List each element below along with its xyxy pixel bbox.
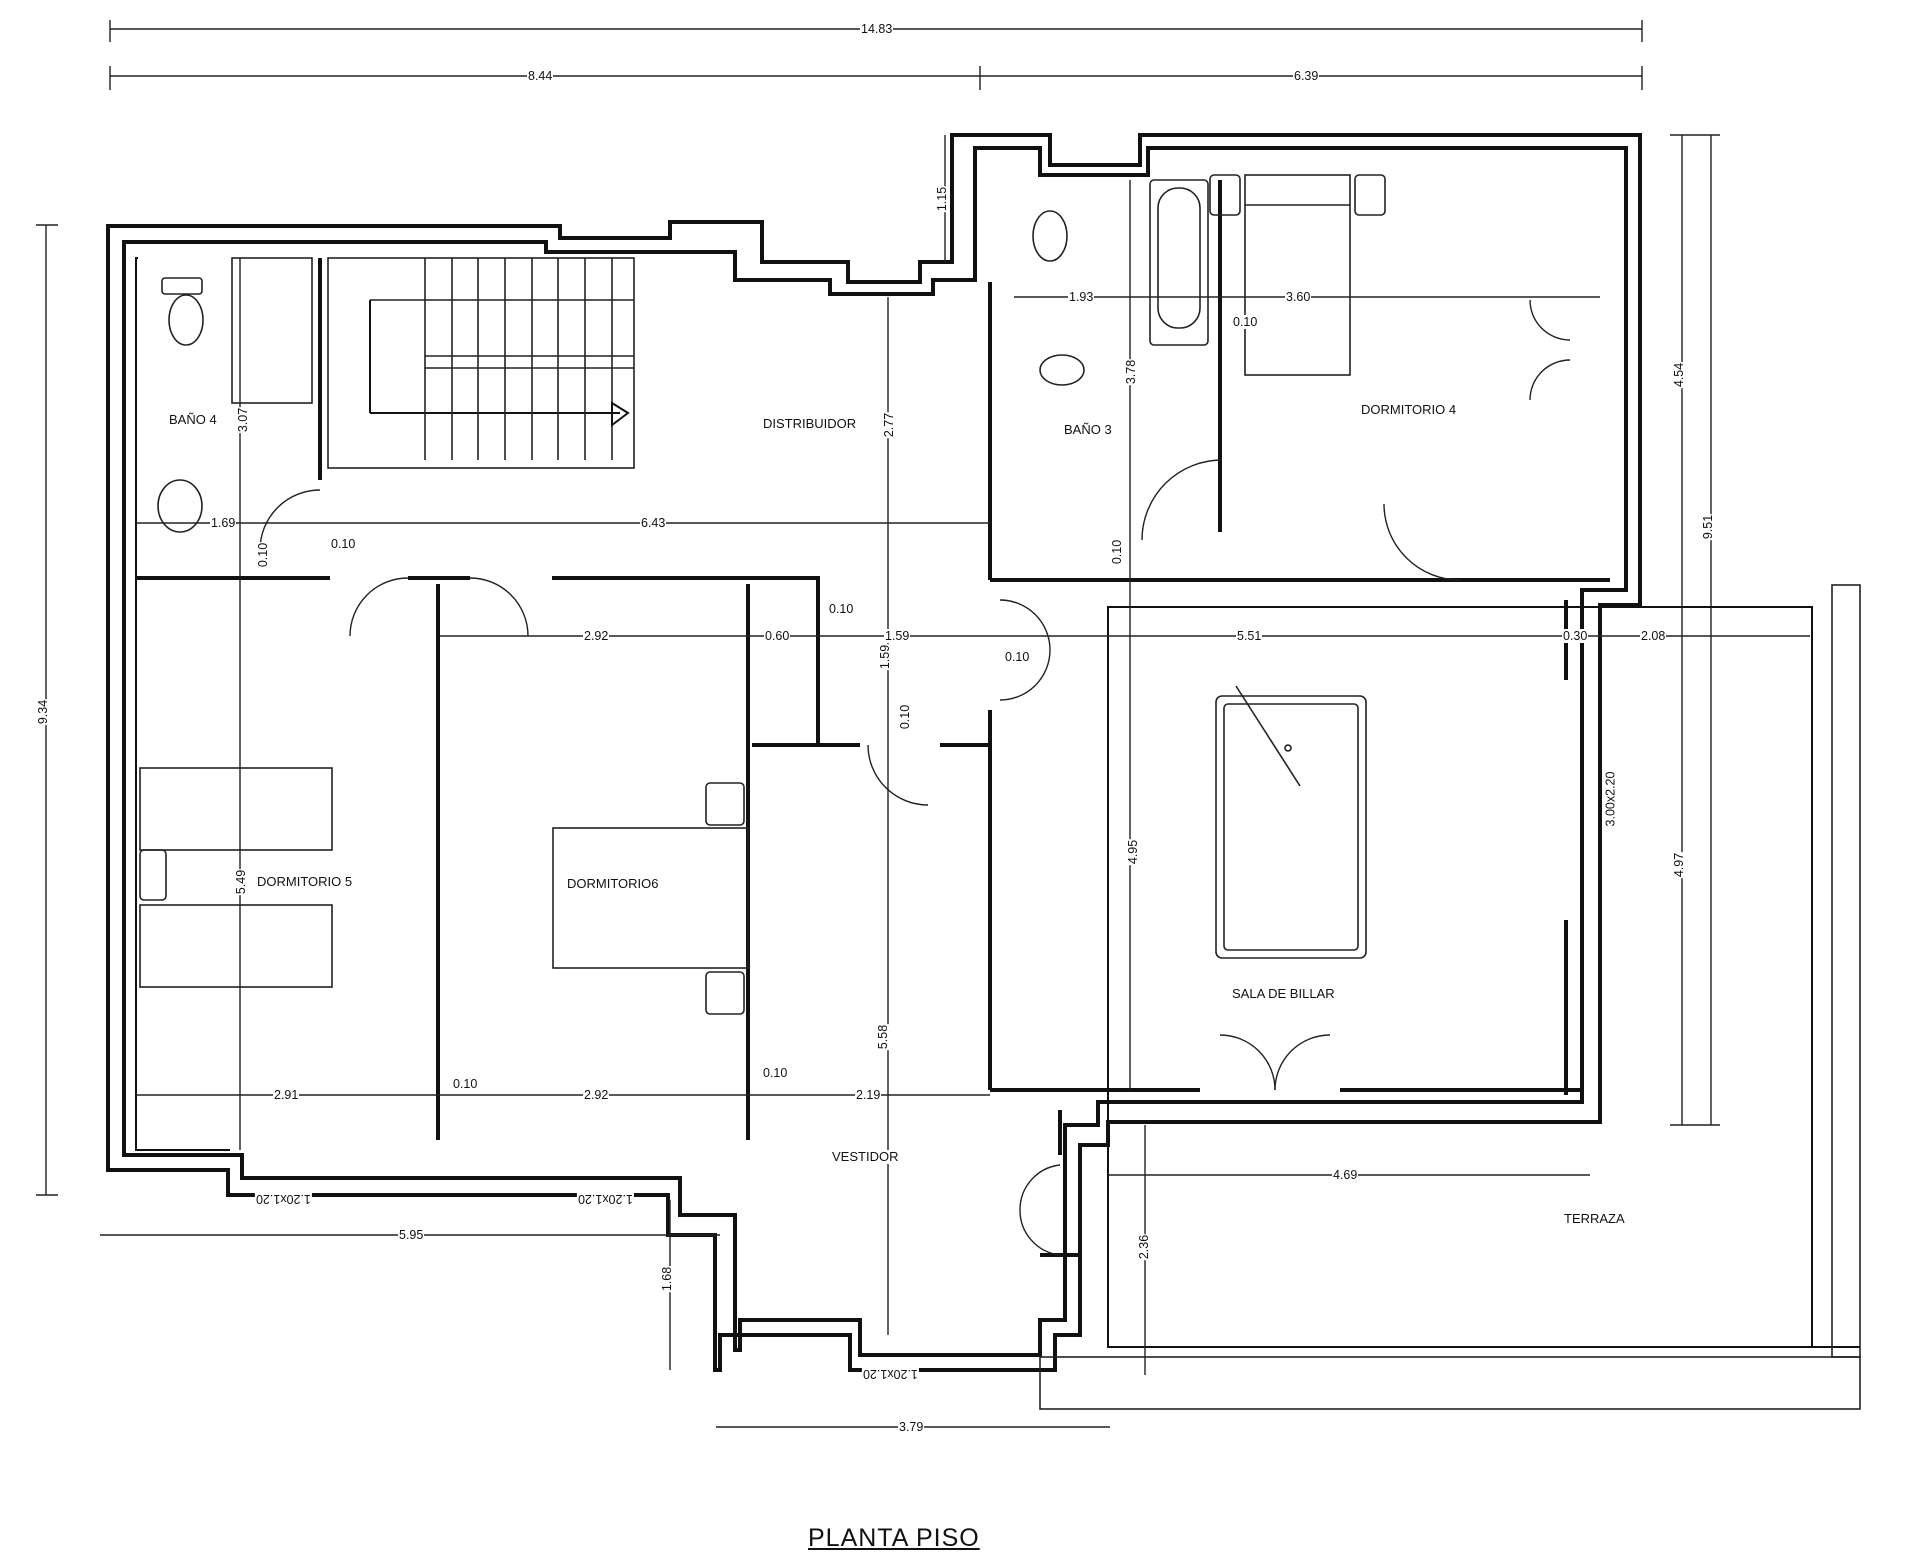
dim-wall-e: 0.10 — [828, 602, 855, 616]
dim-vestidor-step: 1.68 — [660, 1265, 675, 1293]
dim-wall-h: 0.30 — [1562, 629, 1589, 643]
dim-bottom-left-width: 5.95 — [398, 1228, 425, 1242]
dim-dorm6-width: 2.92 — [583, 1088, 610, 1102]
room-label-bano-3: BAÑO 3 — [1063, 422, 1113, 437]
bathroom-fixtures — [157, 179, 1209, 533]
dim-wall-d: 0.10 — [1110, 538, 1125, 566]
dim-window-big: 3.00x2.20 — [1603, 770, 1618, 828]
billiard-table — [1215, 685, 1367, 959]
dim-dorm6-top-width: 2.92 — [583, 629, 610, 643]
dim-terrace-depth-2: 2.36 — [1137, 1233, 1152, 1261]
stair-arrow-icon — [611, 401, 630, 427]
dim-overall-width: 14.83 — [860, 22, 894, 36]
dim-dorm4-width: 3.60 — [1285, 290, 1312, 304]
dim-bano3-width: 1.93 — [1068, 290, 1095, 304]
dim-distribuidor-width: 6.43 — [640, 516, 667, 530]
staircase — [327, 257, 635, 469]
stair-treads — [424, 258, 613, 460]
room-label-dormitorio-5: DORMITORIO 5 — [256, 874, 354, 889]
right-dimension-lines — [1670, 134, 1720, 1126]
dim-wall-a: 0.10 — [330, 537, 357, 551]
dim-dorm5-depth: 5.49 — [234, 868, 249, 896]
dim-wall-j: 0.10 — [762, 1066, 789, 1080]
dim-billar-depth: 4.95 — [1126, 838, 1141, 866]
dim-overall-depth-left: 9.34 — [36, 698, 51, 726]
dim-bano4-depth: 3.07 — [236, 406, 251, 434]
dim-overall-depth-right: 9.51 — [1701, 513, 1716, 541]
room-label-terraza: TERRAZA — [1563, 1211, 1626, 1226]
dim-terrace-width: 4.69 — [1332, 1168, 1359, 1182]
dim-window-3: 1.20x1.20 — [862, 1367, 919, 1381]
dim-wall-b: 0.10 — [256, 541, 271, 569]
dim-top-step: 1.15 — [935, 185, 950, 213]
dim-dorm5-width: 2.91 — [273, 1088, 300, 1102]
dim-billar-width: 5.51 — [1236, 629, 1263, 643]
dim-hall-depth: 1.59 — [878, 643, 893, 671]
room-label-dormitorio-4: DORMITORIO 4 — [1360, 402, 1458, 417]
dim-window-1: 1.20x1.20 — [255, 1192, 312, 1206]
beds — [139, 174, 1386, 1015]
terrace — [1039, 584, 1861, 1410]
dim-wall-c: 0.10 — [1232, 315, 1259, 329]
room-label-sala-de-billar: SALA DE BILLAR — [1231, 986, 1336, 1001]
interior-walls — [136, 180, 1610, 1257]
dim-closet-width: 0.60 — [764, 629, 791, 643]
room-label-distribuidor: DISTRIBUIDOR — [762, 416, 858, 431]
room-label-dormitorio-6: DORMITORIO6 — [566, 876, 660, 891]
interior-dimension-lines — [100, 135, 1810, 1428]
dim-terrace-depth: 4.97 — [1672, 851, 1687, 879]
dim-bano3-depth: 3.78 — [1124, 358, 1139, 386]
dim-left-width: 8.44 — [527, 69, 554, 83]
dim-distribuidor-depth: 2.77 — [882, 411, 897, 439]
dim-hall-width: 1.59 — [884, 629, 911, 643]
dim-bano4-width: 1.69 — [210, 516, 237, 530]
room-label-bano-4: BAÑO 4 — [168, 412, 218, 427]
dim-terrace-width-top: 2.08 — [1640, 629, 1667, 643]
exterior-walls — [106, 133, 1642, 1372]
dim-right-width: 6.39 — [1293, 69, 1320, 83]
dim-window-2: 1.20x1.20 — [577, 1192, 634, 1206]
plan-title: PLANTA PISO — [808, 1524, 980, 1552]
dim-vestidor-width: 2.19 — [855, 1088, 882, 1102]
dim-wall-i: 0.10 — [452, 1077, 479, 1091]
room-label-vestidor: VESTIDOR — [831, 1149, 900, 1164]
dim-wall-g: 0.10 — [1004, 650, 1031, 664]
dim-wall-f: 0.10 — [898, 703, 913, 731]
dim-vestidor-depth: 5.58 — [876, 1023, 891, 1051]
dim-vestidor-bottom-width: 3.79 — [898, 1420, 925, 1434]
doors — [259, 299, 1571, 1256]
dim-right-upper: 4.54 — [1672, 361, 1687, 389]
